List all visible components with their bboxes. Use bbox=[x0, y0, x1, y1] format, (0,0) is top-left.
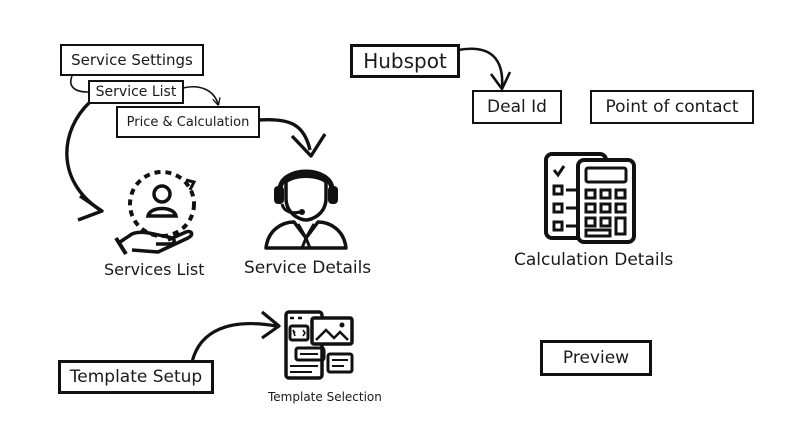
deal-id-box: Deal Id bbox=[472, 90, 562, 124]
template-setup-box: Template Setup bbox=[58, 360, 214, 394]
arrow-template-setup-to-selection bbox=[190, 322, 277, 363]
price-calculation-box: Price & Calculation bbox=[116, 106, 260, 138]
service-settings-box: Service Settings bbox=[60, 44, 204, 76]
price-calculation-label: Price & Calculation bbox=[126, 114, 250, 130]
preview-label: Preview bbox=[562, 348, 630, 368]
calculation-details-caption: Calculation Details bbox=[514, 250, 674, 270]
service-settings-label: Service Settings bbox=[71, 51, 193, 69]
hubspot-label: Hubspot bbox=[363, 49, 447, 73]
calculator-checklist-icon bbox=[544, 152, 636, 244]
arrow-to-services-list bbox=[65, 100, 101, 212]
service-list-label: Service List bbox=[95, 84, 177, 100]
hand-person-cycle-icon bbox=[114, 170, 197, 256]
deal-id-label: Deal Id bbox=[487, 97, 547, 117]
services-list-caption: Services List bbox=[104, 260, 205, 279]
arrow-price-to-details bbox=[257, 117, 312, 151]
template-setup-label: Template Setup bbox=[69, 367, 203, 387]
arrow-settings-to-list bbox=[70, 75, 89, 93]
point-of-contact-label: Point of contact bbox=[605, 97, 739, 117]
support-agent-headset-icon bbox=[264, 169, 348, 250]
service-details-caption: Service Details bbox=[244, 258, 372, 278]
service-list-box: Service List bbox=[88, 80, 184, 104]
point-of-contact-box: Point of contact bbox=[590, 90, 754, 124]
preview-box: Preview bbox=[540, 340, 652, 376]
hubspot-box: Hubspot bbox=[350, 44, 460, 78]
template-selection-caption: Template Selection bbox=[268, 390, 382, 404]
template-layout-icon bbox=[284, 310, 354, 380]
arrow-list-to-price bbox=[182, 86, 218, 104]
arrow-hubspot-to-deal bbox=[457, 47, 504, 89]
